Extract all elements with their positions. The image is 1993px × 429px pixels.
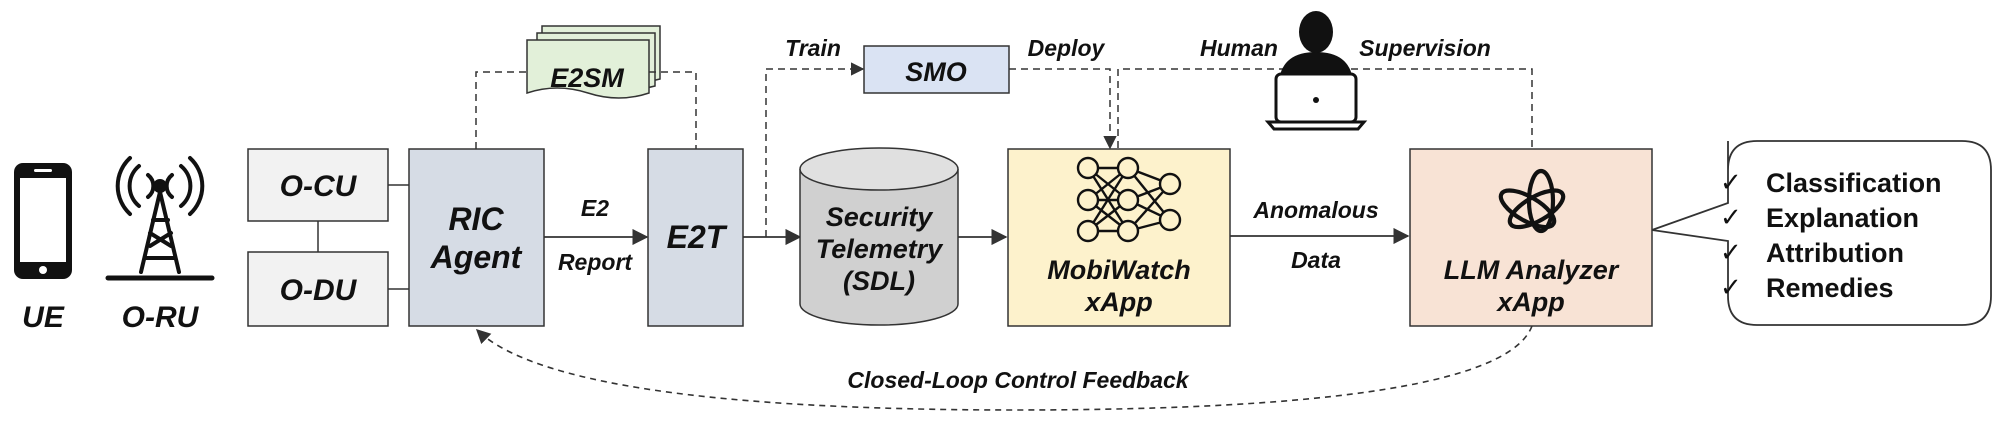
check-icon: ✓	[1720, 272, 1742, 302]
e2sm-document-stack: E2SM	[526, 25, 661, 99]
smo-node: SMO	[863, 45, 1010, 94]
ric-agent-node: RIC Agent	[408, 148, 545, 327]
callout-item: ✓ Remedies	[1720, 272, 1894, 303]
e2t-label: E2T	[667, 219, 728, 255]
callout-item-label: Remedies	[1766, 273, 1894, 303]
callout-item: ✓ Explanation	[1720, 202, 1919, 233]
ric-agent-label-2: Agent	[430, 239, 523, 275]
phone-icon	[14, 163, 72, 279]
human-label: Human	[1200, 35, 1278, 61]
e2-report-label-2: Report	[558, 249, 633, 275]
callout-item-label: Attribution	[1766, 238, 1904, 268]
supervision-label: Supervision	[1359, 35, 1491, 61]
train-dashed-arrow	[765, 62, 865, 237]
sdl-label-1: Security	[826, 202, 935, 232]
e2-report-label-1: E2	[581, 195, 609, 221]
llm-analyzer-label-2: xApp	[1495, 287, 1565, 317]
train-label: Train	[785, 35, 841, 61]
deploy-label: Deploy	[1028, 35, 1106, 61]
sdl-label-3: (SDL)	[843, 266, 915, 296]
check-icon: ✓	[1720, 167, 1742, 197]
oru-label: O-RU	[122, 301, 200, 334]
callout-item-label: Explanation	[1766, 203, 1919, 233]
antenna-tower-icon	[105, 156, 215, 281]
ocu-label: O-CU	[280, 170, 358, 203]
sdl-label-2: Telemetry	[816, 234, 945, 264]
neural-network-icon	[1076, 156, 1182, 243]
human-laptop-icon	[1264, 11, 1368, 131]
feedback-label: Closed-Loop Control Feedback	[847, 367, 1189, 393]
llm-analyzer-node: LLM Analyzer xApp	[1409, 148, 1653, 327]
ocu-node: O-CU	[247, 148, 389, 222]
callout-item-label: Classification	[1766, 168, 1942, 198]
human-supervision-dashed-link	[1117, 68, 1533, 149]
anomalous-data-label-1: Anomalous	[1252, 197, 1378, 223]
llm-analyzer-label-1: LLM Analyzer	[1444, 255, 1620, 285]
mobiwatch-label-1: MobiWatch	[1047, 255, 1191, 285]
output-callout	[1651, 140, 1992, 326]
openai-logo-icon	[1498, 168, 1566, 234]
callout-item: ✓ Classification	[1720, 167, 1942, 198]
ric-agent-label-1: RIC	[448, 201, 504, 237]
ric-e2sm-dashed-link	[475, 71, 527, 149]
smo-label: SMO	[905, 57, 967, 87]
e2sm-e2t-dashed-link	[649, 71, 697, 149]
mobiwatch-node: MobiWatch xApp	[1007, 148, 1231, 327]
check-icon: ✓	[1720, 202, 1742, 232]
odu-label: O-DU	[280, 274, 358, 307]
callout-item: ✓ Attribution	[1720, 237, 1904, 268]
anomalous-data-label-2: Data	[1291, 247, 1341, 273]
ue-label: UE	[22, 301, 65, 334]
mobiwatch-label-2: xApp	[1083, 287, 1153, 317]
odu-node: O-DU	[247, 251, 389, 327]
e2sm-label: E2SM	[550, 63, 624, 93]
deploy-dashed-arrow	[1009, 68, 1117, 150]
sdl-database: Security Telemetry (SDL)	[799, 147, 959, 326]
e2t-node: E2T	[647, 148, 744, 327]
check-icon: ✓	[1720, 237, 1742, 267]
